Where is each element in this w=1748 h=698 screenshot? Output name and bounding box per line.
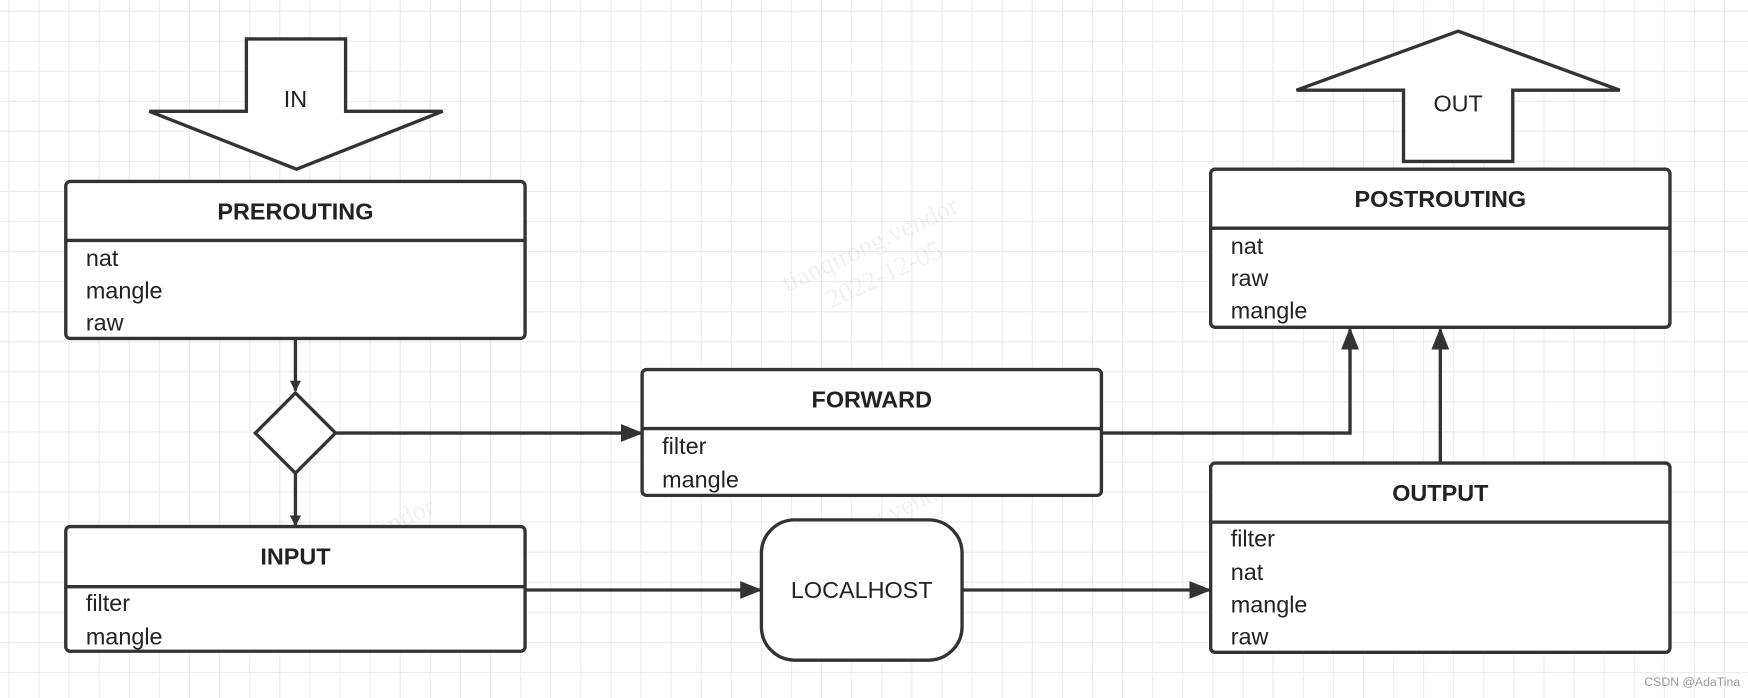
postrouting-chain: POSTROUTING nat raw mangle	[1208, 167, 1672, 329]
out-label: OUT	[1433, 90, 1482, 116]
table-item: filter	[86, 590, 130, 616]
chain-title: POSTROUTING	[1355, 186, 1527, 212]
table-item: mangle	[1231, 591, 1308, 617]
localhost-node: LOCALHOST	[759, 518, 964, 662]
input-chain: INPUT filter mangle	[64, 524, 527, 653]
chain-title: FORWARD	[812, 386, 932, 412]
localhost-label: LOCALHOST	[791, 577, 933, 603]
output-chain: OUTPUT filter nat mangle raw	[1208, 461, 1672, 655]
down-arrow-icon	[148, 37, 444, 172]
edges	[289, 327, 1450, 599]
in-label: IN	[284, 86, 307, 112]
table-item: mangle	[1231, 297, 1308, 323]
chain-title: INPUT	[260, 543, 331, 569]
edge-forward-postrouting	[1101, 327, 1359, 435]
prerouting-chain: PREROUTING nat mangle raw	[64, 179, 527, 341]
table-item: raw	[86, 310, 124, 336]
table-item: raw	[1231, 265, 1269, 291]
table-item: mangle	[86, 624, 163, 650]
chain-title: OUTPUT	[1392, 480, 1489, 506]
table-item: mangle	[86, 277, 163, 303]
table-item: filter	[1231, 526, 1275, 552]
credit-text: CSDN @AdaTina	[1644, 675, 1740, 689]
table-item: nat	[1231, 233, 1264, 259]
table-item: nat	[1231, 559, 1264, 585]
out-arrow: OUT	[1295, 29, 1621, 164]
table-item: filter	[662, 433, 706, 459]
chain-title: PREROUTING	[217, 198, 373, 224]
forward-chain: FORWARD filter mangle	[640, 367, 1104, 498]
table-item: nat	[86, 245, 119, 271]
table-item: mangle	[662, 467, 739, 493]
routing-decision-diamond	[252, 390, 338, 476]
table-item: raw	[1231, 624, 1269, 650]
in-arrow: IN	[148, 37, 444, 172]
up-arrow-icon	[1295, 29, 1621, 164]
